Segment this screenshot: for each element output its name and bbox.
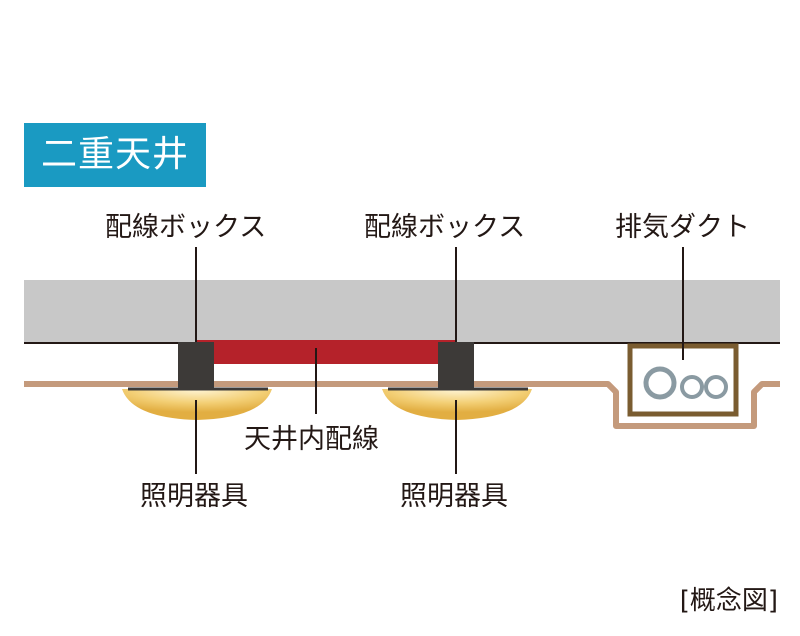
ceiling-board: [24, 381, 780, 429]
duct-pipe-small-2: [704, 375, 728, 399]
concrete-slab: [24, 280, 780, 342]
duct-pipe-large: [643, 366, 677, 400]
diagram-title: 二重天井: [24, 123, 206, 187]
label-light-fixture-right: 照明器具: [400, 481, 508, 512]
label-light-fixture-left: 照明器具: [140, 481, 248, 512]
label-ceiling-wiring: 天井内配線: [244, 424, 379, 455]
label-exhaust-duct: 排気ダクト: [615, 212, 750, 243]
label-junction-box-left: 配線ボックス: [105, 212, 267, 243]
junction-box-right: [438, 342, 474, 390]
duct-pipe-small-1: [680, 375, 704, 399]
junction-box-left: [178, 342, 214, 390]
diagram-caption: [概念図]: [679, 586, 778, 616]
ceiling-wiring: [196, 340, 456, 364]
label-junction-box-right: 配線ボックス: [364, 212, 526, 243]
